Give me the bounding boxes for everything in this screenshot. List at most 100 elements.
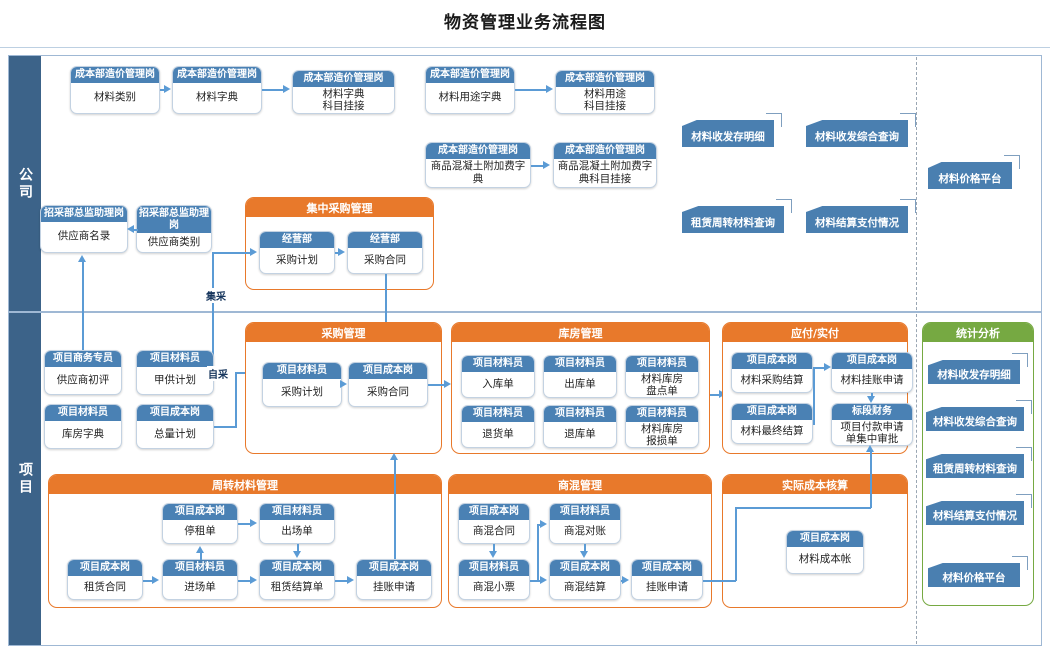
node-task: 供应商初评 [56, 373, 110, 386]
node-supplier-catalog[interactable]: 招采部总监助理岗 供应商名录 [40, 205, 128, 253]
report-shape: 材料结算支付情况 [806, 206, 908, 233]
node-company-dict-1[interactable]: 成本部造价管理岗 材料类别 [70, 66, 160, 114]
node-role: 项目材料员 [462, 406, 534, 422]
node-concrete-payable-request[interactable]: 项目成本岗 挂账申请 [631, 559, 703, 600]
node-company-dict-2[interactable]: 成本部造价管理岗 材料字典 [172, 66, 262, 114]
node-warehouse-in[interactable]: 项目材料员 入库单 [461, 355, 535, 398]
node-warehouse-stocktake[interactable]: 项目材料员 材料库房 盘点单 [625, 355, 699, 398]
report-label: 材料收发综合查询 [815, 130, 899, 143]
report-corner-bracket [1004, 155, 1020, 169]
node-warehouse-out[interactable]: 项目材料员 出库单 [543, 355, 617, 398]
report-statistics-5[interactable]: 材料价格平台 [928, 556, 1028, 587]
node-role: 项目成本岗 [787, 531, 863, 547]
report-company-1[interactable]: 材料收发存明细 [682, 113, 782, 147]
node-material-purchase-settlement[interactable]: 项目成本岗 材料采购结算 [731, 352, 813, 393]
node-payment-approval[interactable]: 标段财务 项目付款申请 单集中审批 [831, 403, 913, 446]
node-task: 商品混凝土附加费字典 [430, 160, 526, 185]
node-lease-settlement[interactable]: 项目成本岗 租赁结算单 [259, 559, 335, 600]
arrowhead-concrete-recon-down [580, 551, 588, 558]
connector-request-to-finance [871, 393, 873, 398]
node-material-payable-request[interactable]: 项目成本岗 材料挂账申请 [831, 352, 913, 393]
node-material-cost-ledger[interactable]: 项目成本岗 材料成本帐 [786, 530, 864, 574]
node-warehouse-return-stock[interactable]: 项目材料员 退库单 [543, 405, 617, 448]
connector-cost-to-payable [870, 451, 872, 508]
node-task: 总量计划 [154, 427, 196, 440]
node-task: 材料最终结算 [740, 424, 804, 437]
connector-supplier-up [82, 260, 84, 350]
edge-label-jicai: 集采 [205, 288, 227, 303]
report-company-2[interactable]: 材料收发综合查询 [806, 113, 916, 147]
title-divider [0, 47, 1050, 48]
node-company-dict-3[interactable]: 成本部造价管理岗 材料字典 科目挂接 [292, 70, 395, 114]
node-company-dict-4[interactable]: 成本部造价管理岗 材料用途字典 [425, 66, 515, 114]
node-role: 经营部 [348, 232, 422, 248]
node-role: 项目材料员 [550, 504, 620, 520]
report-corner-bracket [1012, 556, 1028, 570]
report-shape: 材料结算支付情况 [926, 501, 1024, 525]
node-concrete-settlement[interactable]: 项目成本岗 商混结算 [549, 559, 621, 600]
report-corner-bracket [1016, 494, 1032, 508]
report-company-4[interactable]: 材料结算支付情况 [806, 199, 916, 233]
node-company-dict-5[interactable]: 成本部造价管理岗 材料用途 科目挂接 [555, 70, 655, 114]
node-task: 商混结算 [564, 580, 606, 593]
report-company-3[interactable]: 租赁周转材料查询 [682, 199, 792, 233]
connector-contract-to-entry [143, 580, 154, 582]
arrowhead-leasesettle-to-request [347, 576, 354, 584]
node-exit-form[interactable]: 项目材料员 出场单 [259, 503, 335, 544]
arrowhead-purchase-plan-contract [340, 380, 347, 388]
node-role: 项目商务专员 [45, 351, 121, 367]
node-company-concrete-dict-2[interactable]: 成本部造价管理岗 商品混凝土附加费字典科目挂接 [553, 142, 657, 188]
node-concrete-contract[interactable]: 项目成本岗 商混合同 [458, 503, 530, 544]
node-role: 项目成本岗 [137, 405, 213, 421]
node-role: 项目成本岗 [459, 504, 529, 520]
node-material-final-settlement[interactable]: 项目成本岗 材料最终结算 [731, 403, 813, 444]
connector-zicai-vertical [235, 372, 237, 428]
node-role: 成本部造价管理岗 [426, 143, 530, 159]
node-company-concrete-dict-1[interactable]: 成本部造价管理岗 商品混凝土附加费字典 [425, 142, 531, 188]
connector-supplier [134, 229, 138, 231]
node-stop-rent[interactable]: 项目成本岗 停租单 [162, 503, 238, 544]
node-concrete-ticket[interactable]: 项目材料员 商混小票 [458, 559, 530, 600]
node-warehouse-loss[interactable]: 项目材料员 材料库房 报损单 [625, 405, 699, 448]
group-title: 实际成本核算 [723, 475, 907, 494]
report-company-5[interactable]: 材料价格平台 [928, 155, 1020, 189]
lane-company-text: 公司 [17, 166, 33, 201]
node-supplier-initial-review[interactable]: 项目商务专员 供应商初评 [44, 350, 122, 395]
node-entry-form[interactable]: 项目材料员 进场单 [162, 559, 238, 600]
node-role: 经营部 [260, 232, 334, 248]
report-statistics-2[interactable]: 材料收发综合查询 [926, 400, 1032, 431]
report-statistics-4[interactable]: 材料结算支付情况 [926, 494, 1032, 525]
arrowhead-central-plan-contract [338, 248, 345, 256]
node-total-plan[interactable]: 项目成本岗 总量计划 [136, 404, 214, 449]
node-lease-contract[interactable]: 项目成本岗 租赁合同 [67, 559, 143, 600]
node-project-purchase-plan[interactable]: 项目材料员 采购计划 [262, 362, 342, 407]
connector-final-settle-elbow [813, 423, 815, 425]
node-task: 商品混凝土附加费字典科目挂接 [557, 160, 653, 185]
node-turnover-payable-request[interactable]: 项目成本岗 挂账申请 [356, 559, 432, 600]
node-task: 供应商类别 [147, 236, 201, 249]
report-statistics-3[interactable]: 租赁周转材料查询 [926, 447, 1032, 478]
node-project-purchase-contract[interactable]: 项目成本岗 采购合同 [348, 362, 428, 407]
node-concrete-reconciliation[interactable]: 项目材料员 商混对账 [549, 503, 621, 544]
lane-label-project: 项目 [9, 313, 41, 645]
lane-project-text: 项目 [17, 462, 33, 496]
node-owner-supply-plan[interactable]: 项目材料员 甲供计划 [136, 350, 214, 395]
report-corner-bracket [1012, 353, 1028, 367]
node-supplier-category[interactable]: 招采部总监助理岗 供应商类别 [136, 205, 212, 253]
node-central-purchase-contract[interactable]: 经营部 采购合同 [347, 231, 423, 274]
node-role: 招采部总监助理岗 [41, 206, 127, 222]
report-label: 材料结算支付情况 [815, 216, 899, 229]
node-warehouse-return-vendor[interactable]: 项目材料员 退货单 [461, 405, 535, 448]
node-task: 挂账申请 [373, 580, 415, 593]
node-central-purchase-plan[interactable]: 经营部 采购计划 [259, 231, 335, 274]
node-task: 停租单 [184, 524, 216, 537]
report-corner-bracket [766, 113, 782, 127]
connector-stoprent-to-exit [238, 523, 251, 525]
connector-cost-elbow-v [735, 507, 737, 581]
node-role: 项目材料员 [544, 406, 616, 422]
node-warehouse-dictionary[interactable]: 项目材料员 库房字典 [44, 404, 122, 449]
connector-central-plan-contract [335, 252, 340, 254]
report-statistics-1[interactable]: 材料收发存明细 [928, 353, 1028, 384]
node-role: 项目成本岗 [68, 560, 142, 576]
connector-concrete-dict [531, 165, 545, 167]
